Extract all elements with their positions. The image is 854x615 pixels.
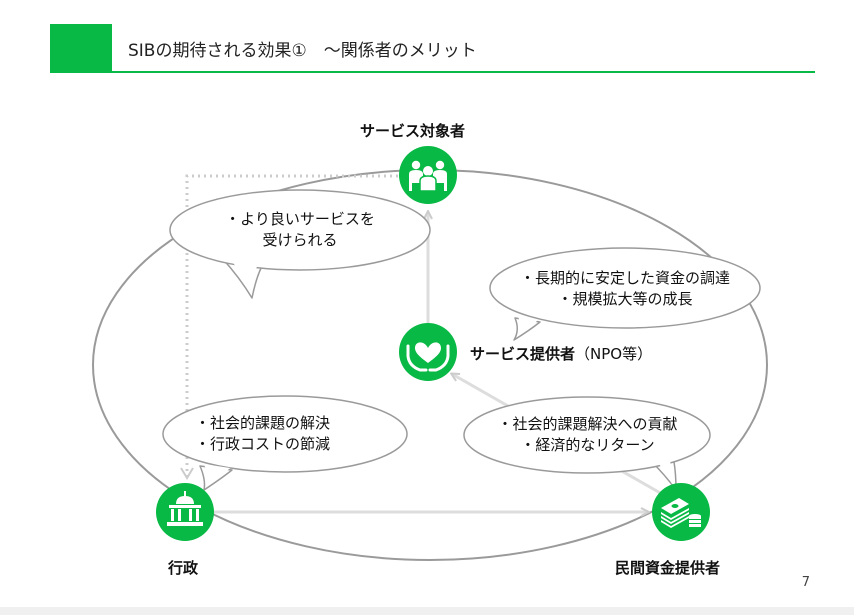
bubble-line: ・社会的課題の解決 — [195, 414, 331, 432]
dotted-arrowhead — [180, 467, 194, 480]
bubble-government — [162, 395, 408, 491]
provider-label: サービス提供者（NPO等） — [470, 343, 652, 364]
header-accent-bar — [50, 24, 112, 71]
page-title: SIBの期待される効果① ～関係者のメリット — [128, 41, 477, 61]
government-bubble-text: ・社会的課題の解決 ・行政コストの節減 — [195, 413, 375, 455]
provider-label-text: サービス提供者 — [470, 345, 576, 363]
government-label: 行政 — [168, 559, 199, 577]
beneficiaries-label: サービス対象者 — [360, 122, 466, 140]
provider-label-suffix: （NPO等） — [575, 345, 653, 363]
bubble-line: ・より良いサービスを — [225, 210, 375, 228]
header-underline — [50, 71, 815, 73]
heart-hands-icon — [399, 323, 457, 381]
investors-label: 民間資金提供者 — [615, 559, 721, 577]
bubble-beneficiaries — [169, 189, 431, 299]
provider-bubble-text: ・長期的に安定した資金の調達 ・規模拡大等の成長 — [505, 268, 745, 310]
people-group-icon — [399, 146, 457, 204]
bubble-line: ・経済的なリターン — [520, 436, 655, 454]
dotted-connector — [185, 174, 410, 476]
beneficiaries-bubble-text: ・より良いサービスを 受けられる — [200, 209, 400, 251]
bubble-line: ・社会的課題解決への貢献 — [497, 415, 678, 433]
bubble-line: ・行政コストの節減 — [195, 435, 331, 453]
investors-bubble-text: ・社会的課題解決への貢献 ・経済的なリターン — [480, 414, 695, 456]
money-stack-icon — [652, 483, 710, 541]
page-number: 7 — [801, 575, 810, 590]
footer-strip — [0, 607, 854, 615]
bubble-provider — [489, 247, 761, 341]
bubble-investors — [463, 396, 711, 491]
bubble-line: ・規模拡大等の成長 — [557, 290, 693, 308]
bubble-line: 受けられる — [262, 231, 338, 249]
government-building-icon — [156, 483, 214, 541]
bubble-line: ・長期的に安定した資金の調達 — [519, 269, 730, 287]
